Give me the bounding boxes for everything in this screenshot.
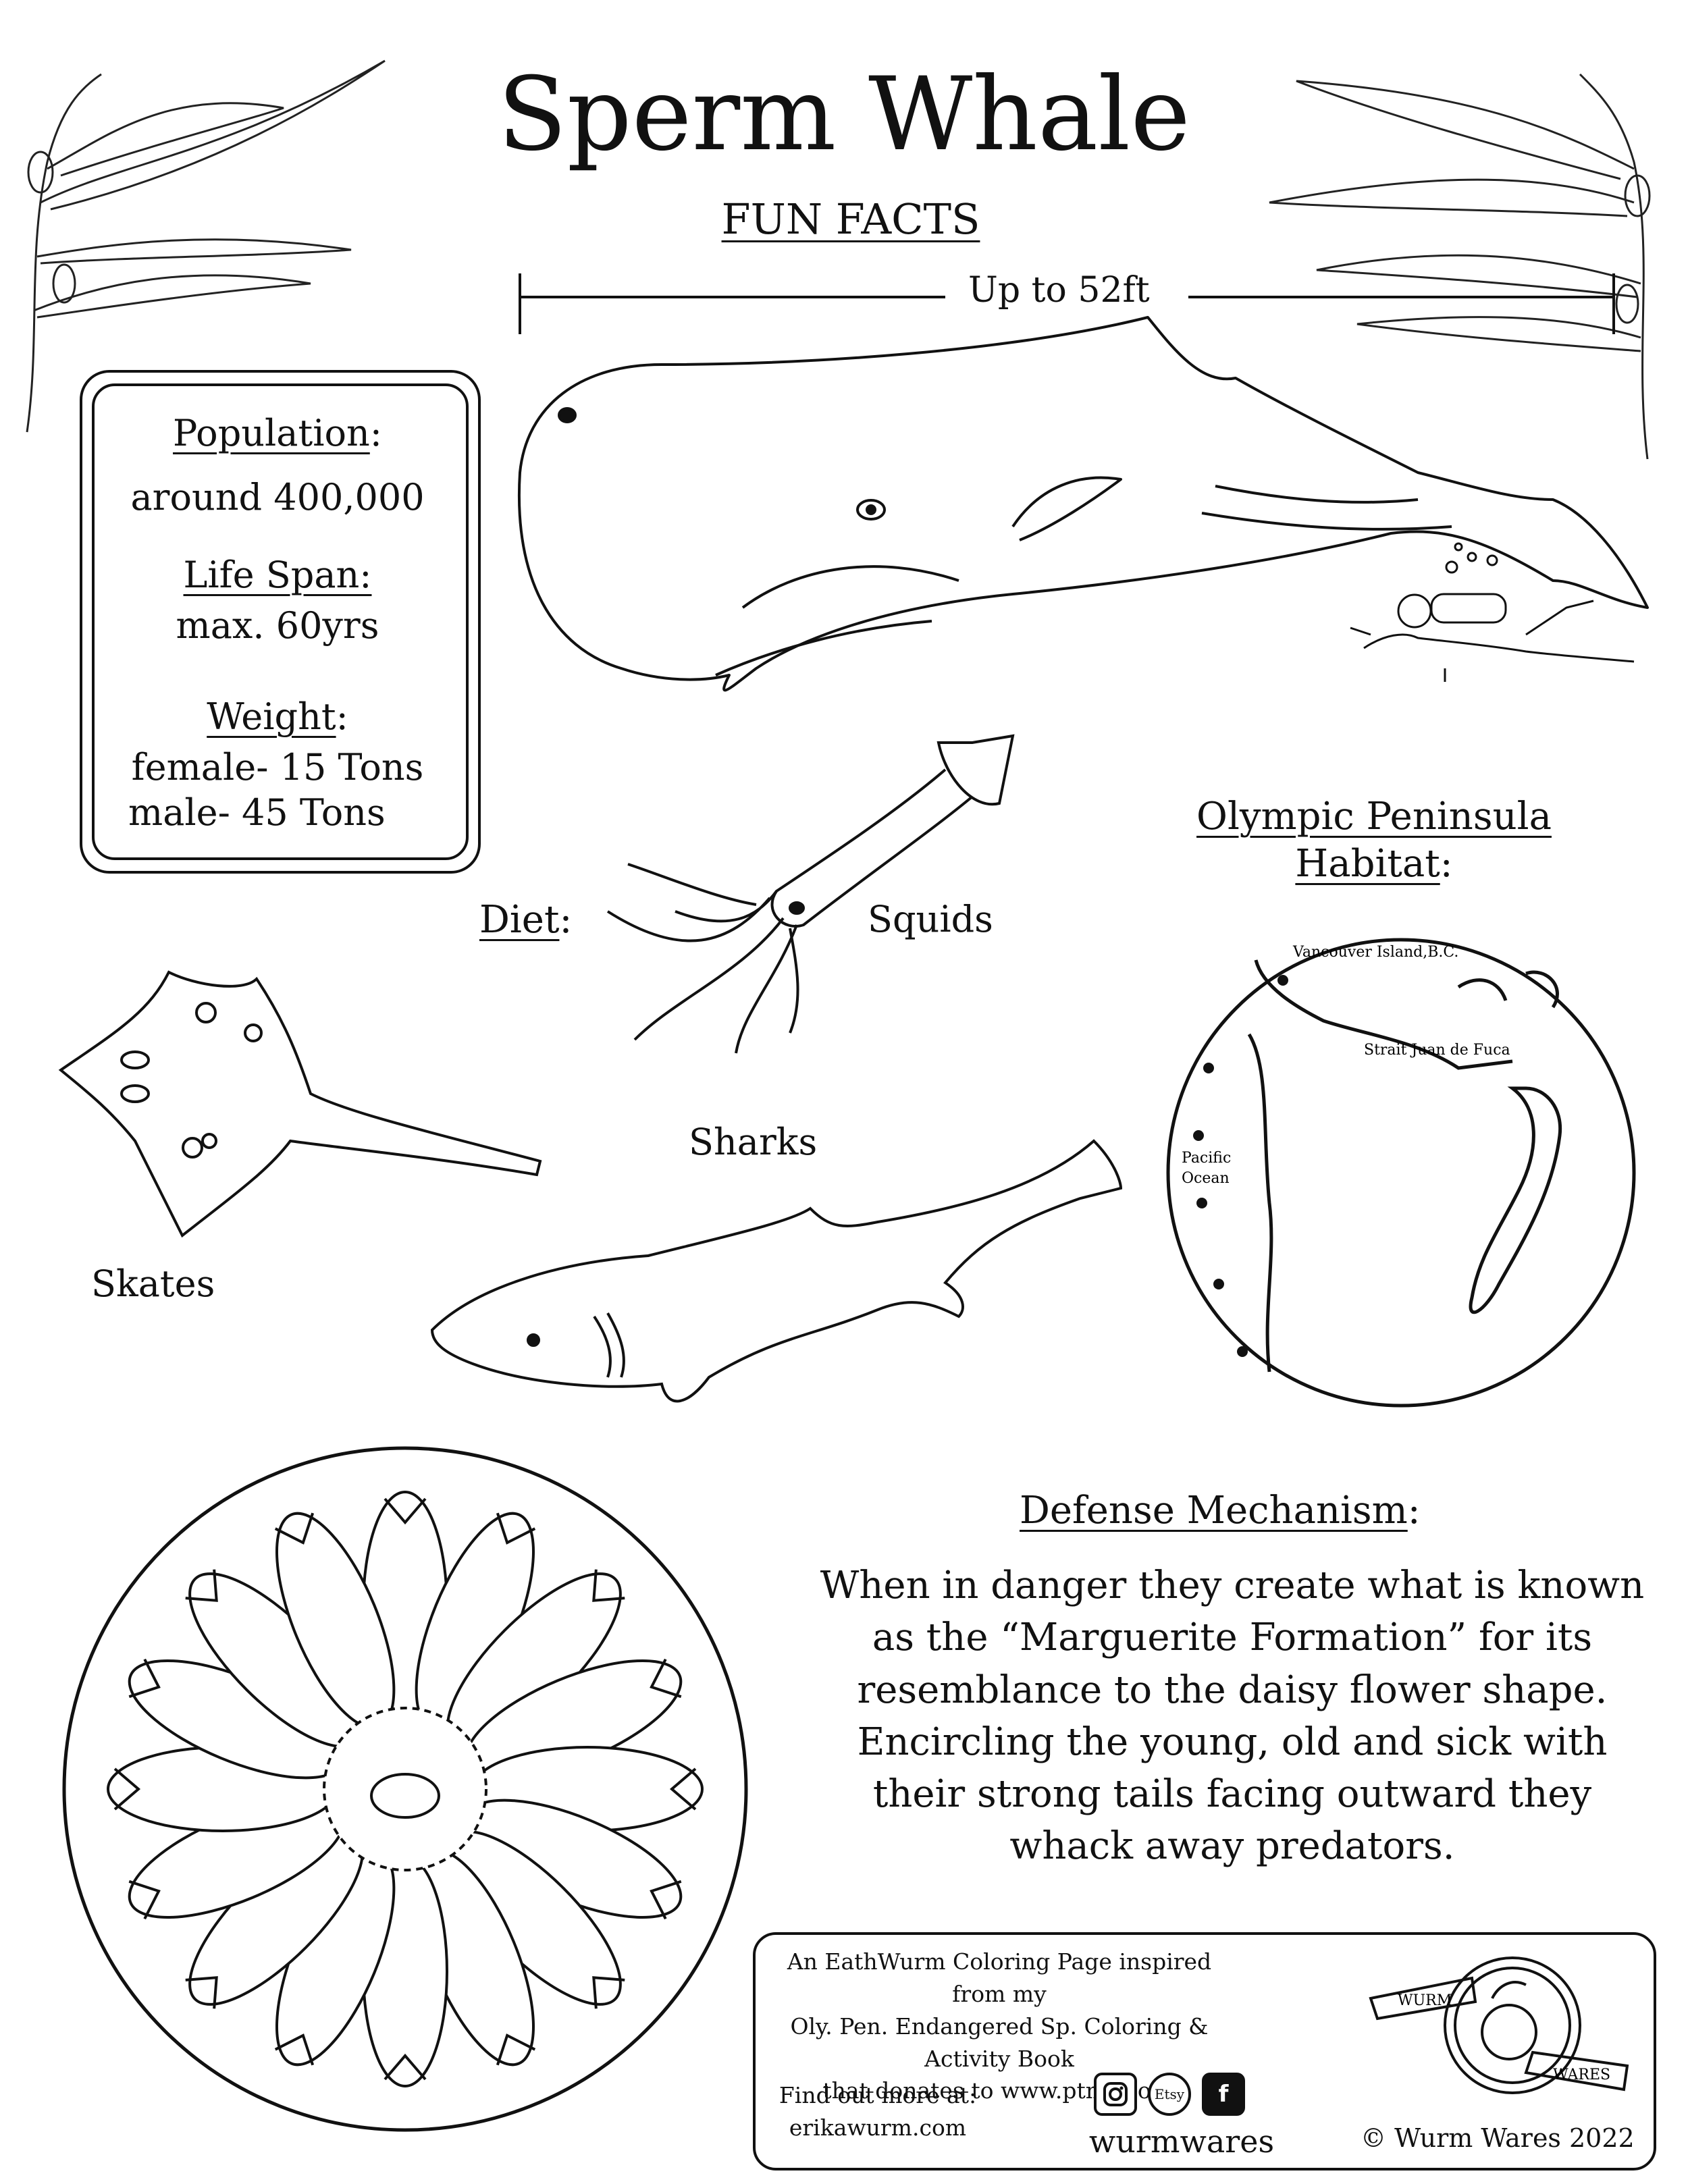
- lifespan-label: Life Span:: [183, 554, 372, 596]
- whale-tail: [128, 1658, 161, 1699]
- habitat-heading: Olympic Peninsula Habitat:: [1161, 793, 1587, 888]
- whale-tail: [185, 1976, 218, 2009]
- whale-tail: [496, 2033, 536, 2066]
- whale-tail: [669, 1767, 697, 1811]
- instagram-icon[interactable]: [1094, 2073, 1137, 2116]
- habitat-title-line1: Olympic Peninsula: [1196, 795, 1552, 838]
- defense-label: Defense Mechanism: [1020, 1489, 1408, 1533]
- copyright-text: Wurm Wares 2022: [1394, 2123, 1635, 2153]
- whale-tail: [185, 1569, 218, 1602]
- etsy-icon[interactable]: Etsy: [1148, 2073, 1191, 2116]
- marguerite-formation-illustration: [62, 1446, 748, 2132]
- diet-colon: :: [559, 898, 573, 942]
- logo-text-top: WURM: [1398, 1992, 1452, 2009]
- whale-tail: [274, 2033, 315, 2066]
- footer-copyright: © Wurm Wares 2022: [1361, 2123, 1635, 2153]
- whale-tail: [496, 1512, 536, 1545]
- social-icons: Etsy f: [1094, 2073, 1245, 2116]
- facts-box-outer: [80, 370, 481, 874]
- diet-heading: Diet:: [479, 898, 572, 942]
- defense-text: When in danger they create what is known…: [820, 1564, 1645, 1869]
- defense-heading: Defense Mechanism:: [1020, 1489, 1421, 1533]
- lifespan-value: max. 60yrs: [176, 604, 379, 647]
- map-label-ocean-line1: Pacific: [1182, 1150, 1231, 1167]
- habitat-title-line2: Habitat: [1295, 842, 1440, 886]
- footer-find: Find out more at: erikawurm.com: [776, 2079, 979, 2144]
- habitat-map: Vancouver Island,B.C. Strait Juan de Fuc…: [1166, 938, 1636, 1408]
- logo-text-bottom: WARES: [1553, 2067, 1610, 2083]
- weight-label: Weight: [207, 695, 336, 738]
- map-label-ocean-line2: Ocean: [1182, 1170, 1230, 1187]
- facts-box: [92, 383, 469, 860]
- footer-website-link[interactable]: erikawurm.com: [789, 2114, 967, 2141]
- map-label-vancouver: Vancouver Island,B.C.: [1292, 944, 1458, 961]
- diet-item-sharks: Sharks: [689, 1121, 818, 1163]
- whale-tail: [592, 1976, 625, 2009]
- diet-item-squids: Squids: [868, 898, 993, 940]
- footer-credit-line1: An EathWurm Coloring Page inspired from …: [787, 1948, 1212, 2007]
- whale-tail: [650, 1658, 682, 1699]
- diet-item-skates: Skates: [91, 1262, 215, 1305]
- facebook-icon[interactable]: f: [1202, 2073, 1245, 2116]
- whale-tail: [274, 1512, 315, 1545]
- whale-tail: [592, 1569, 625, 1602]
- page-title: Sperm Whale: [497, 56, 1191, 174]
- whale-tail: [650, 1880, 682, 1920]
- whale-tail: [384, 2053, 427, 2081]
- footer-box: [753, 1932, 1656, 2170]
- weight-heading: Weight:: [92, 695, 463, 738]
- footer-find-label: Find out more at:: [779, 2082, 977, 2108]
- whale-tail: [113, 1767, 141, 1811]
- footer-credit: An EathWurm Coloring Page inspired from …: [763, 1946, 1236, 2107]
- defense-colon: :: [1407, 1489, 1421, 1533]
- weight-male: male- 45 Tons: [128, 791, 386, 834]
- weight-female: female- 15 Tons: [131, 746, 424, 789]
- length-label: Up to 52ft: [959, 270, 1159, 311]
- population-label: Population: [173, 412, 370, 454]
- footer-credit-line2: Oly. Pen. Endangered Sp. Coloring & Acti…: [790, 2013, 1209, 2072]
- whale-tail: [128, 1880, 161, 1920]
- page-subtitle: FUN FACTS: [721, 194, 980, 244]
- footer-handle: wurmwares: [1088, 2123, 1275, 2160]
- population-colon: :: [369, 412, 382, 454]
- weight-colon: :: [336, 695, 348, 738]
- copyright-icon: ©: [1361, 2123, 1386, 2153]
- population-value: around 400,000: [130, 476, 425, 518]
- habitat-colon: :: [1440, 842, 1453, 886]
- population-heading: Population:: [92, 412, 463, 454]
- diet-label: Diet: [479, 898, 560, 942]
- wurm-wares-logo: WURM WARES: [1369, 1956, 1629, 2094]
- whale-tail: [384, 1497, 427, 1525]
- map-label-strait: Strait Juan de Fuca: [1364, 1042, 1510, 1059]
